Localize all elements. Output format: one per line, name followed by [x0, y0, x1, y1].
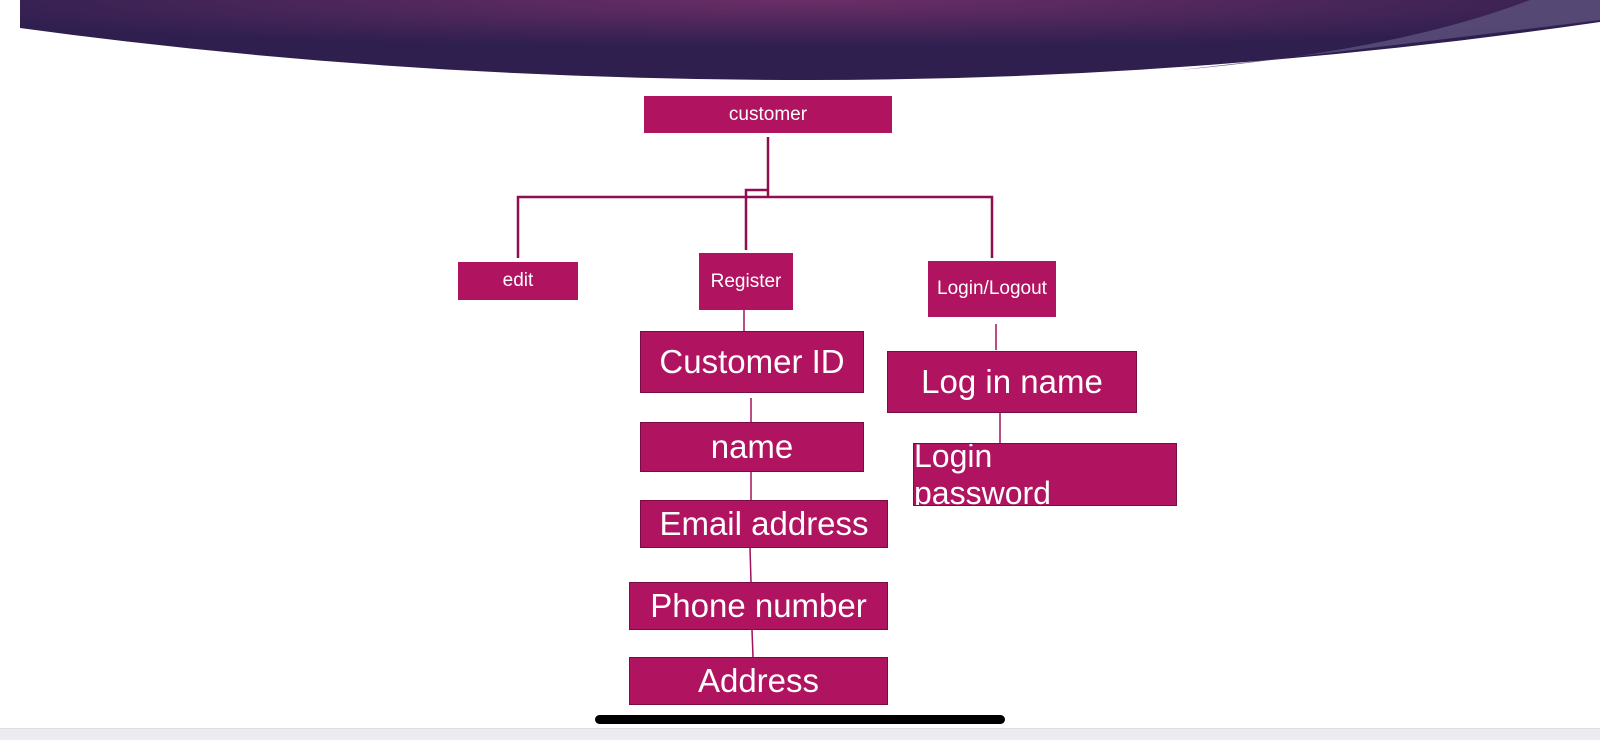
- node-edit: edit: [458, 262, 578, 300]
- node-login-password: Login password: [913, 443, 1177, 506]
- login-password-line1: Login: [914, 443, 993, 474]
- node-login-name: Log in name: [887, 351, 1137, 413]
- node-phone-number: Phone number: [629, 582, 888, 630]
- node-address: Address: [629, 657, 888, 705]
- node-email-address: Email address: [640, 500, 888, 548]
- header-banner: [20, 0, 1600, 80]
- home-indicator: [595, 715, 1005, 724]
- login-password-line2: password: [914, 474, 1051, 506]
- node-login-logout: Login/Logout: [928, 261, 1056, 317]
- node-customer: customer: [644, 96, 892, 133]
- node-name: name: [640, 422, 864, 472]
- node-customer-id: Customer ID: [640, 331, 864, 393]
- bottom-bar: [0, 728, 1600, 740]
- node-register: Register: [699, 253, 793, 310]
